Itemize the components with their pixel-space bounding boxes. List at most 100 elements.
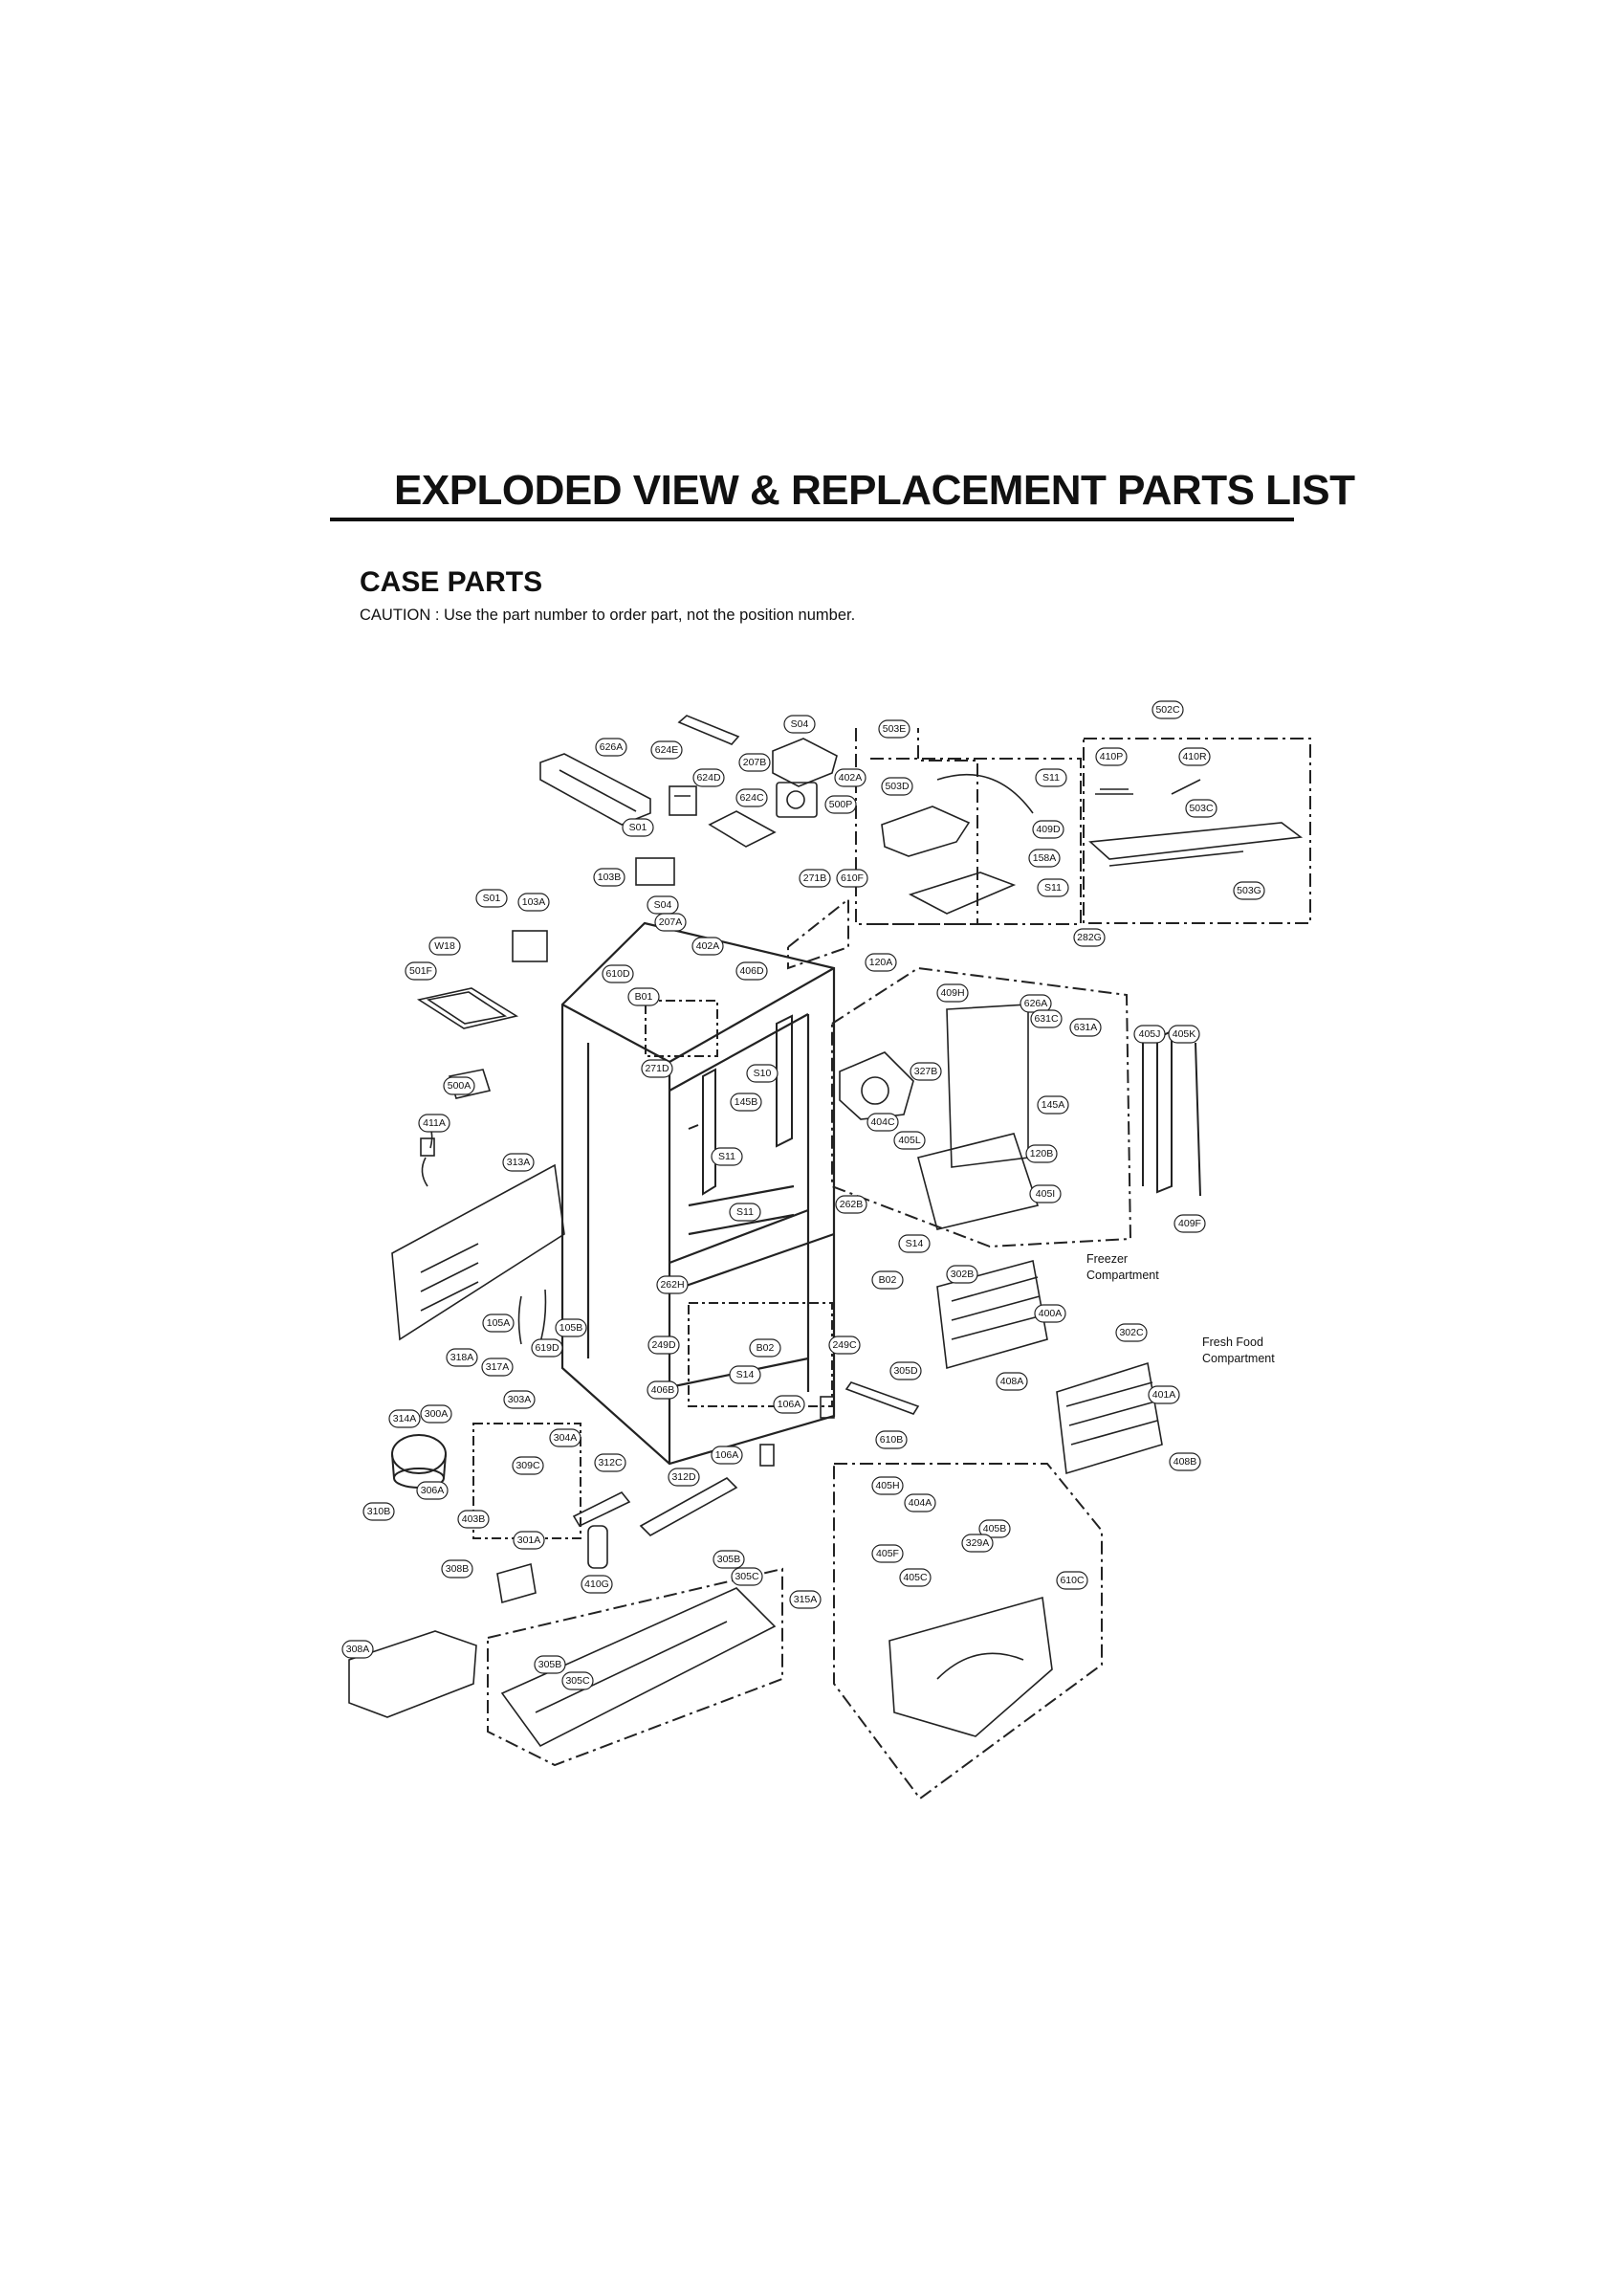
position-label: 500P — [824, 795, 857, 814]
position-label-text: 404A — [909, 1497, 932, 1509]
position-label-text: B01 — [635, 991, 653, 1003]
position-label-text: 262H — [660, 1279, 684, 1291]
position-label-text: 610B — [880, 1434, 904, 1446]
compressor-part-314a — [391, 1434, 447, 1489]
position-label-text: 308B — [446, 1563, 470, 1575]
position-label-bubble — [512, 1456, 544, 1475]
position-label: 411A — [418, 1114, 450, 1133]
position-label-bubble — [711, 1147, 743, 1166]
position-label-text: 405B — [983, 1523, 1007, 1534]
position-label-bubble — [1095, 747, 1128, 766]
position-label-text: 631C — [1034, 1013, 1059, 1025]
position-label: 503D — [881, 777, 913, 796]
position-label-bubble — [1233, 881, 1265, 900]
position-label: 103A — [517, 893, 550, 912]
cabinet-body — [560, 921, 836, 1466]
position-label-bubble — [1056, 1571, 1088, 1590]
position-label: 207A — [654, 913, 687, 932]
position-label: 503C — [1185, 799, 1217, 818]
block-part-103a — [512, 930, 548, 962]
position-label-text: 400A — [1039, 1308, 1063, 1319]
position-label: 624D — [692, 768, 725, 787]
position-label-text: 626A — [1024, 998, 1048, 1009]
position-label-bubble — [418, 1114, 450, 1133]
position-label-bubble — [789, 1590, 822, 1609]
position-label: 619D — [531, 1338, 563, 1358]
position-label: 310B — [362, 1502, 395, 1521]
position-label: S14 — [898, 1234, 931, 1253]
evaporator-part-408a — [936, 1260, 1048, 1370]
position-label: 403B — [457, 1510, 490, 1529]
position-label-text: 315A — [794, 1594, 818, 1605]
position-label: 105A — [482, 1314, 515, 1333]
position-label: 408A — [996, 1372, 1028, 1391]
position-label-bubble — [362, 1502, 395, 1521]
position-label-text: 314A — [393, 1413, 417, 1424]
evaporator-part-408b — [1056, 1361, 1163, 1475]
group-outline-hinge-top — [787, 896, 849, 970]
position-label-bubble — [446, 1348, 478, 1367]
pipes-part-105a-105b — [517, 1289, 547, 1345]
position-label-bubble — [1028, 849, 1061, 868]
position-label: 410G — [581, 1575, 613, 1594]
position-label-bubble — [1030, 1009, 1063, 1028]
position-label-bubble — [910, 1062, 942, 1081]
position-label: 105B — [555, 1318, 587, 1337]
position-label-text: 103B — [598, 872, 622, 883]
frame-part-501f — [416, 987, 519, 1029]
position-label-bubble — [936, 983, 969, 1003]
position-label-bubble — [531, 1338, 563, 1358]
leveling-foot-106a — [759, 1396, 835, 1467]
position-label-text: 624C — [739, 792, 764, 804]
bar-part-305d — [844, 1381, 920, 1415]
position-label: 305C — [561, 1671, 594, 1690]
position-label: B01 — [627, 987, 660, 1006]
position-label-bubble — [602, 964, 634, 983]
position-label-bubble — [1151, 700, 1184, 719]
position-label-text: S11 — [736, 1206, 754, 1218]
position-label-text: 304A — [554, 1432, 578, 1444]
position-label-bubble — [502, 1153, 535, 1172]
position-label-text: S11 — [1044, 882, 1062, 894]
position-label: 502C — [1151, 700, 1184, 719]
position-label-bubble — [1178, 747, 1211, 766]
position-label-text: 405H — [875, 1480, 899, 1491]
position-label-bubble — [783, 715, 816, 734]
position-label-bubble — [549, 1428, 581, 1447]
position-label: 409D — [1032, 820, 1064, 839]
position-label: S11 — [711, 1147, 743, 1166]
position-label-text: 305C — [735, 1571, 759, 1582]
position-label-text: 619D — [535, 1342, 559, 1354]
position-label: 402A — [834, 768, 866, 787]
position-label-text: 329A — [966, 1537, 990, 1549]
position-label-text: 500A — [448, 1080, 472, 1092]
position-label: 631A — [1069, 1018, 1102, 1037]
position-label-text: 158A — [1033, 852, 1057, 864]
bar-part-312c — [572, 1490, 631, 1528]
position-label-text: 408A — [1000, 1376, 1024, 1387]
position-label-bubble — [866, 1113, 899, 1132]
position-label-bubble — [731, 1567, 763, 1586]
position-label: 120B — [1025, 1144, 1058, 1163]
position-label-bubble — [482, 1314, 515, 1333]
position-label: 313A — [502, 1153, 535, 1172]
position-label-bubble — [668, 1468, 700, 1487]
position-label-text: 305D — [893, 1365, 918, 1377]
position-label-bubble — [1034, 1304, 1066, 1323]
position-label-text: 312D — [671, 1471, 696, 1483]
position-label: S01 — [475, 889, 508, 908]
position-label-bubble — [865, 953, 897, 972]
position-label: 145A — [1037, 1095, 1069, 1115]
position-label: S11 — [729, 1203, 761, 1222]
position-label: 626A — [595, 738, 627, 757]
position-label-bubble — [828, 1336, 861, 1355]
position-label-bubble — [475, 889, 508, 908]
position-label: 624E — [650, 740, 683, 760]
position-label: 406B — [647, 1380, 679, 1400]
position-label-text: 406B — [651, 1384, 675, 1396]
position-label-text: 249C — [832, 1339, 857, 1351]
position-label: S11 — [1037, 878, 1069, 897]
position-label: 610D — [602, 964, 634, 983]
position-label-text: 312C — [598, 1457, 623, 1468]
position-label: 405H — [871, 1476, 904, 1495]
